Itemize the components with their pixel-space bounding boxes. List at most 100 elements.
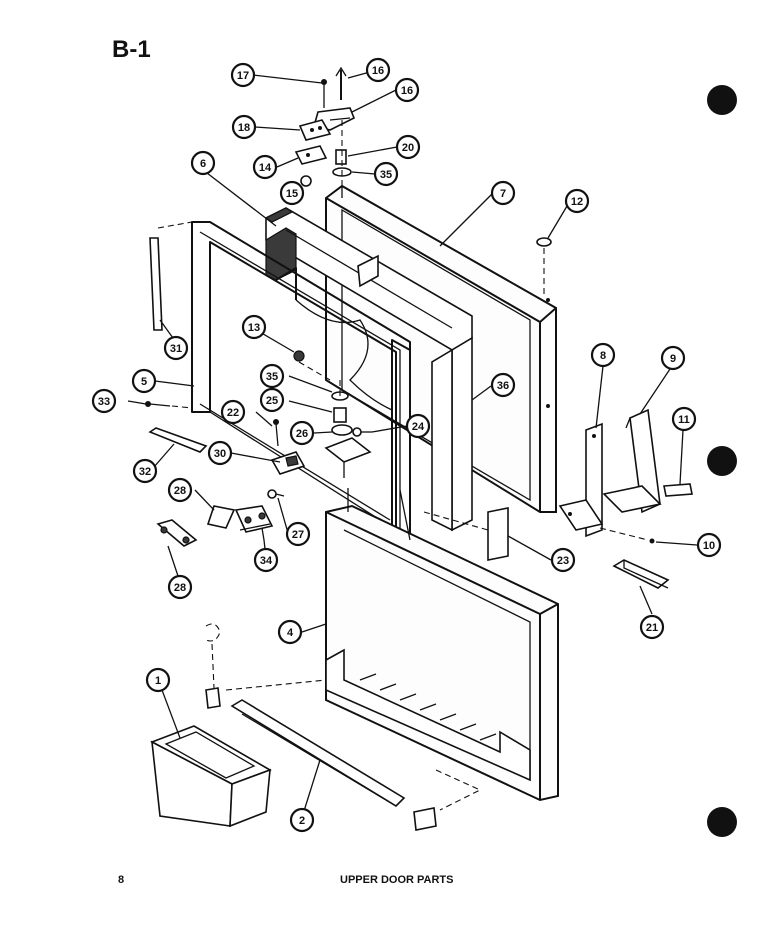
callout-2: 2 xyxy=(289,807,315,833)
callout-11: 11 xyxy=(671,406,697,432)
svg-text:33: 33 xyxy=(98,396,110,408)
svg-text:9: 9 xyxy=(670,353,676,365)
bottom-hinge-assembly xyxy=(324,380,372,478)
breaker-strip-6 xyxy=(264,207,473,532)
door-liner-4 xyxy=(325,488,559,802)
bracket-30 xyxy=(270,451,306,475)
svg-text:21: 21 xyxy=(646,622,658,634)
callout-35b: 35 xyxy=(259,363,285,389)
svg-text:27: 27 xyxy=(292,529,304,541)
callout-26: 26 xyxy=(289,420,315,446)
callout-13: 13 xyxy=(241,314,267,340)
callout-28a: 28 xyxy=(167,477,193,503)
callout-4: 4 xyxy=(277,619,303,645)
svg-text:5: 5 xyxy=(141,376,147,388)
handle-plate-28 xyxy=(206,505,236,529)
callout-6: 6 xyxy=(190,150,216,176)
screw-27 xyxy=(267,489,285,499)
page-number: 8 xyxy=(118,874,124,886)
callout-22: 22 xyxy=(220,399,246,425)
callout-8: 8 xyxy=(590,342,616,368)
callout-16b: 16 xyxy=(394,77,420,103)
liner-shelf-ribs xyxy=(359,673,497,741)
callout-15: 15 xyxy=(279,180,305,206)
svg-text:28: 28 xyxy=(174,485,186,497)
strip-32 xyxy=(148,427,208,453)
projection-line-liner xyxy=(225,679,327,691)
svg-text:25: 25 xyxy=(266,395,278,407)
svg-text:8: 8 xyxy=(600,350,606,362)
screw-33 xyxy=(145,401,193,409)
callout-28b: 28 xyxy=(167,574,193,600)
angle-bracket-21 xyxy=(612,559,670,589)
svg-text:34: 34 xyxy=(260,555,273,567)
screw-10 xyxy=(599,527,655,544)
callout-35a: 35 xyxy=(373,161,399,187)
callout-27: 27 xyxy=(285,521,311,547)
callout-24: 24 xyxy=(405,413,431,439)
svg-text:28: 28 xyxy=(174,582,186,594)
end-cap xyxy=(413,807,437,831)
callout-25: 25 xyxy=(259,387,285,413)
callout-23: 23 xyxy=(550,547,576,573)
svg-text:22: 22 xyxy=(227,407,239,419)
svg-text:20: 20 xyxy=(402,142,414,154)
caption: UPPER DOOR PARTS xyxy=(340,874,453,886)
scan-punch-hole-top xyxy=(707,85,737,115)
scan-punch-hole-middle xyxy=(707,446,737,476)
callout-34: 34 xyxy=(253,547,279,573)
svg-text:32: 32 xyxy=(139,466,151,478)
retainer-bar-2 xyxy=(230,699,406,808)
callout-14: 14 xyxy=(252,154,278,180)
callout-31: 31 xyxy=(163,335,189,361)
svg-text:11: 11 xyxy=(678,414,690,426)
callout-12: 12 xyxy=(564,188,590,214)
callout-5: 5 xyxy=(131,368,157,394)
svg-text:24: 24 xyxy=(412,421,425,433)
svg-text:12: 12 xyxy=(571,196,583,208)
svg-text:26: 26 xyxy=(296,428,308,440)
projection-line-bracket xyxy=(435,769,482,811)
screw-22 xyxy=(273,419,279,447)
latch-assembly xyxy=(234,505,274,541)
cover-23 xyxy=(423,507,509,561)
callout-10: 10 xyxy=(696,532,722,558)
svg-text:17: 17 xyxy=(237,70,249,82)
plug-12 xyxy=(536,237,552,296)
svg-text:6: 6 xyxy=(200,158,206,170)
callout-18: 18 xyxy=(231,114,257,140)
callout-33: 33 xyxy=(91,388,117,414)
svg-text:23: 23 xyxy=(557,555,569,567)
top-hinge-assembly xyxy=(294,66,356,200)
clip-dashed xyxy=(205,623,221,709)
svg-text:15: 15 xyxy=(286,188,298,200)
callout-7: 7 xyxy=(490,180,516,206)
svg-text:35: 35 xyxy=(380,169,392,181)
svg-text:13: 13 xyxy=(248,322,260,334)
door-bin-1 xyxy=(150,725,272,828)
bracket-9 xyxy=(602,408,662,514)
grommet-13 xyxy=(293,350,331,381)
bracket-8 xyxy=(558,422,604,538)
svg-text:1: 1 xyxy=(155,675,161,687)
callout-20: 20 xyxy=(395,134,421,160)
svg-text:2: 2 xyxy=(299,815,305,827)
svg-text:7: 7 xyxy=(500,188,506,200)
callout-16a: 16 xyxy=(365,57,391,83)
svg-text:18: 18 xyxy=(238,122,250,134)
svg-text:31: 31 xyxy=(170,343,182,355)
callout-1: 1 xyxy=(145,667,171,693)
strip-11 xyxy=(663,483,693,497)
callout-32: 32 xyxy=(132,458,158,484)
scan-punch-hole-bottom xyxy=(707,807,737,837)
page-title: B-1 xyxy=(112,36,151,63)
latch-plate-28b xyxy=(156,519,198,547)
svg-text:35: 35 xyxy=(266,371,278,383)
svg-text:16: 16 xyxy=(401,85,413,97)
callout-9: 9 xyxy=(660,345,686,371)
callout-36: 36 xyxy=(490,372,516,398)
svg-text:16: 16 xyxy=(372,65,384,77)
callout-21: 21 xyxy=(639,614,665,640)
